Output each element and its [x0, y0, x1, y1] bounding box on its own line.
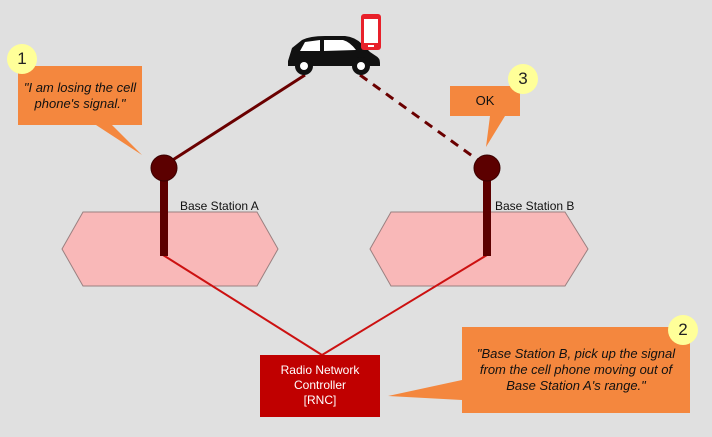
car-icon — [288, 36, 380, 75]
callout-text-1: "I am losing the cell phone's signal." — [23, 80, 137, 111]
link-b-to-rnc — [321, 254, 488, 356]
mobile-phone-icon — [361, 14, 381, 50]
cell-coverage-a — [61, 211, 279, 287]
callout-shape-2 — [388, 327, 690, 413]
station-label-b: Base Station B — [495, 199, 575, 213]
link-a-to-rnc — [162, 254, 323, 356]
rnc-label-line3: [RNC] — [303, 393, 337, 407]
station-label-a: Base Station A — [180, 199, 259, 213]
step-badge-2: 2 — [668, 315, 698, 345]
rnc-box — [260, 355, 380, 417]
step-badge-1: 1 — [7, 44, 37, 74]
rnc-label: Radio Network Controller [RNC] — [260, 363, 380, 408]
rnc-label-line2: Controller — [293, 378, 347, 392]
callout-text-3: OK — [475, 93, 495, 108]
antenna-tower-icon — [473, 154, 501, 256]
callout-shape-1 — [18, 66, 142, 155]
radio-link-a — [167, 73, 306, 165]
callout-text-2: "Base Station B, pick up the signal from… — [476, 346, 676, 393]
cell-coverage-b — [369, 211, 589, 287]
step-badge-3: 3 — [508, 64, 538, 94]
rnc-label-line1: Radio Network — [280, 363, 360, 377]
antenna-tower-icon — [150, 154, 178, 256]
callout-shape-3 — [450, 86, 520, 147]
